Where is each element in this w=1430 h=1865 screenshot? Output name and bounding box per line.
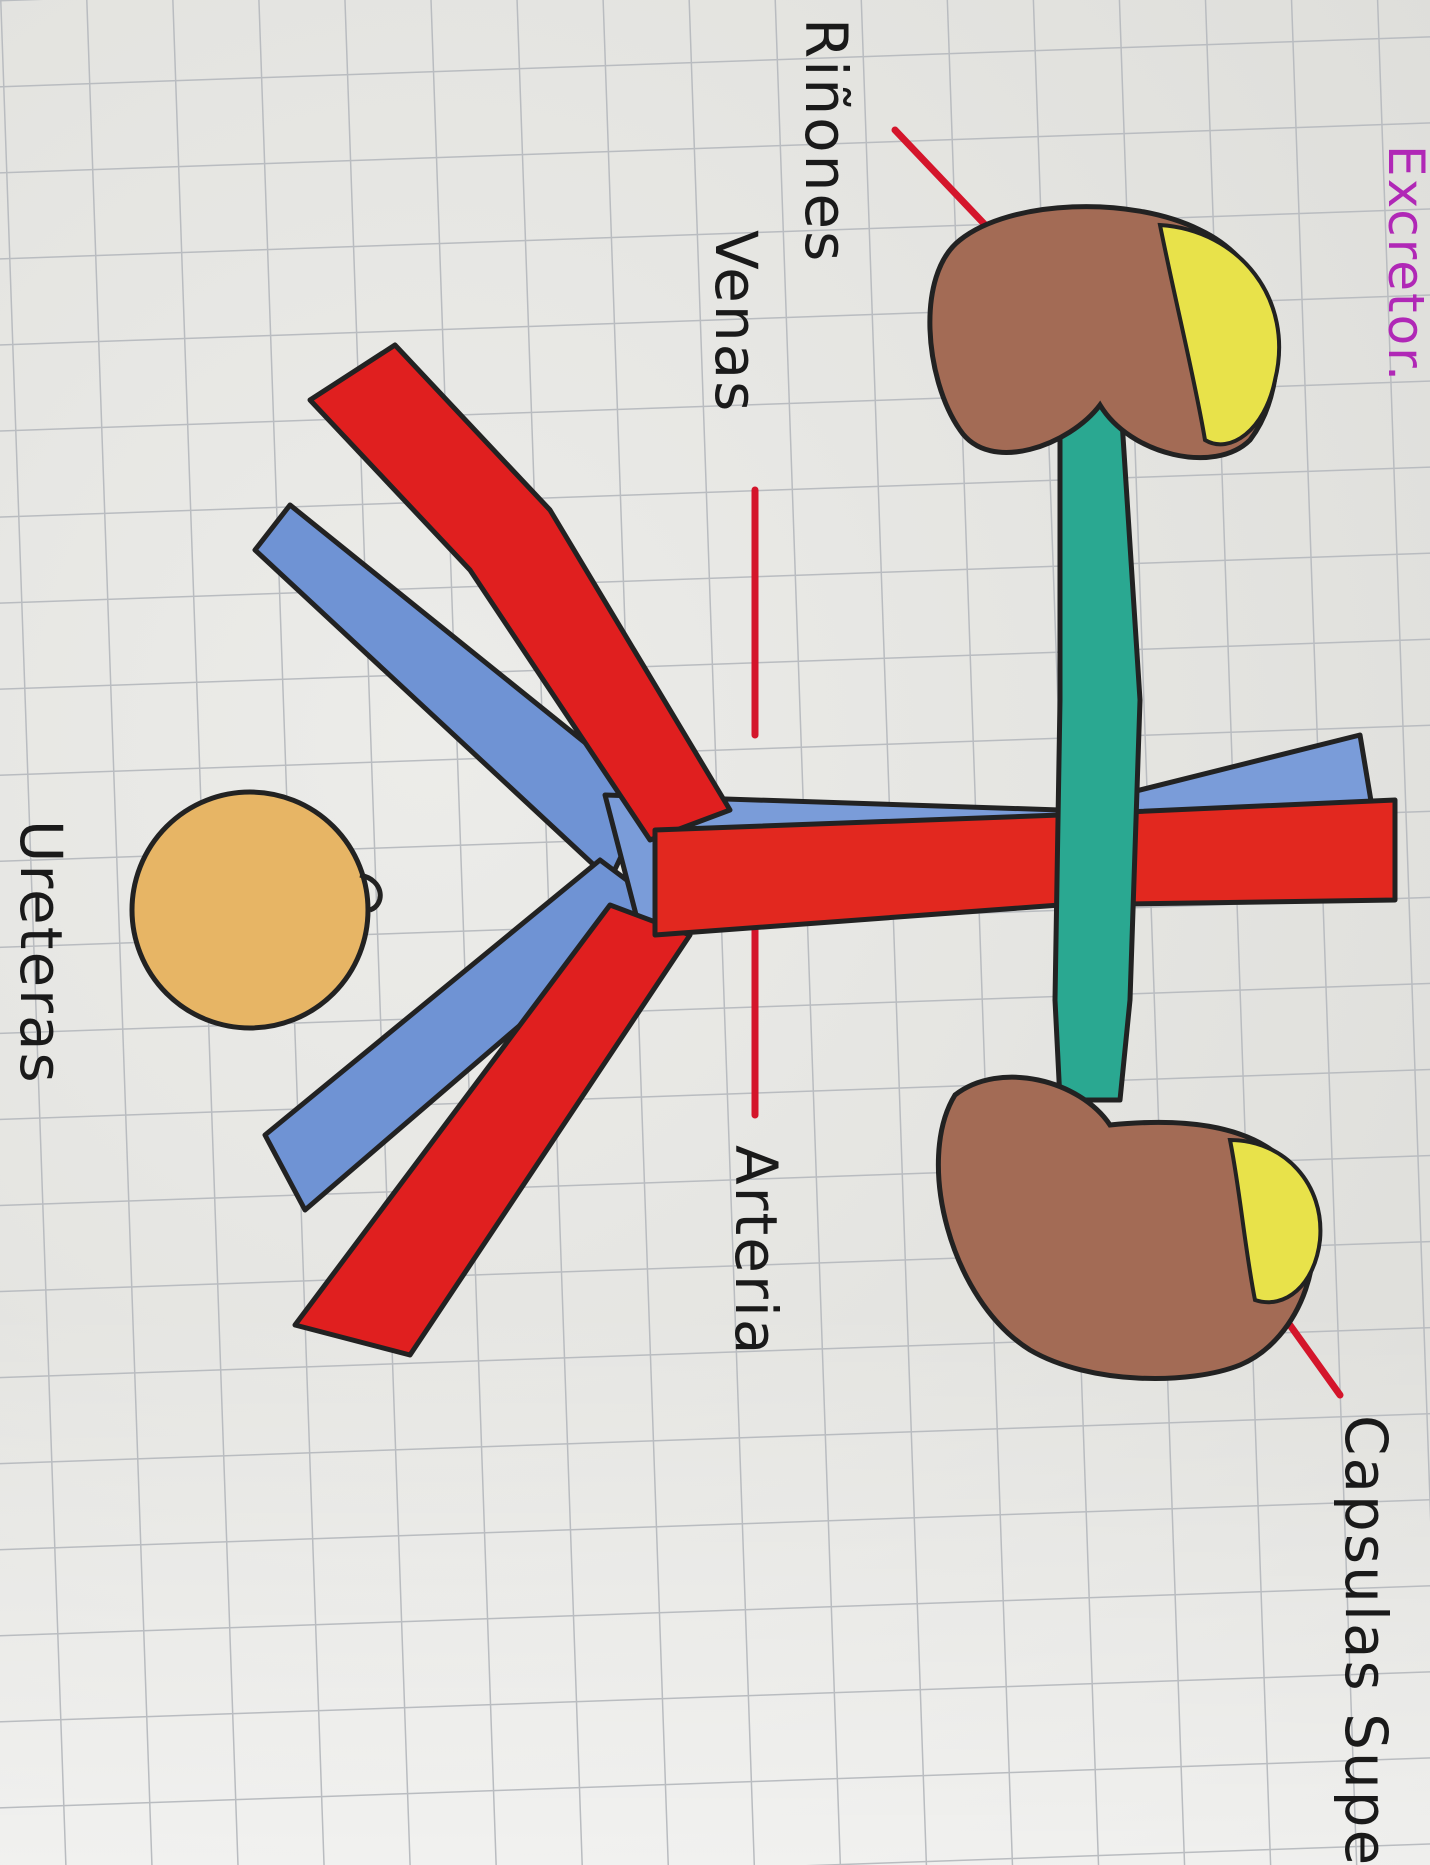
label-arteria: Arteria bbox=[722, 1145, 790, 1356]
bladder-circle bbox=[132, 792, 368, 1028]
ureter bbox=[1055, 390, 1140, 1100]
label-capsulas-suprarrenales: Capsulas Supe bbox=[1332, 1415, 1400, 1865]
label-rinones: Riñones bbox=[792, 18, 860, 263]
title-label: Excretor. bbox=[1377, 145, 1430, 383]
label-venas: Venas bbox=[702, 230, 770, 413]
label-ureteras: Ureteras bbox=[7, 820, 75, 1085]
